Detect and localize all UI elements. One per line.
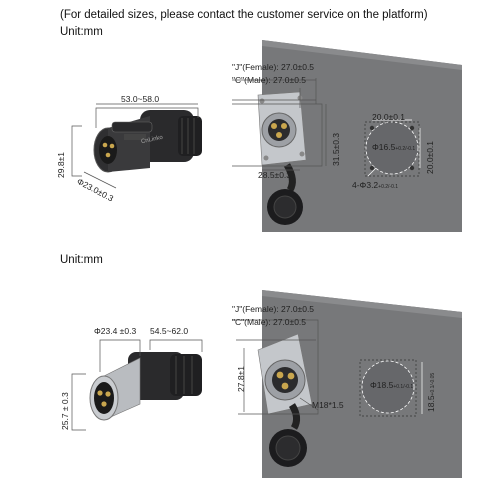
plug2-length-dim: 54.5~62.0 [150,326,189,336]
socket2-dim-c: "C"(Male): 27.0±0.5 [232,317,307,327]
unit-label-2: Unit:mm [60,254,103,266]
socket1-dim-c: "C"(Male): 27.0±0.5 [232,75,307,85]
plug1-length-dim: 53.0~58.0 [121,94,160,104]
plug1-height-dim: 29.8±1 [56,152,66,178]
hole2-diameter-dim: Φ18.5+0.1/-0.1 [370,380,414,390]
mounting-panel-1 [262,40,462,232]
hole1-side-dim: 20.0±0.1 [425,140,435,174]
plug2-height-dim: 25.7 ± 0.3 [60,392,70,430]
socket2-thread-dim: M18*1.5 [312,400,344,410]
socket1-height-dim: 31.5±0.3 [331,132,341,166]
screw1-dim: 4-Φ3.2+0.2/-0.1 [352,180,399,190]
socket1-dim-j: "J"(Female): 27.0±0.5 [232,62,315,72]
panel-socket-1 [257,91,307,225]
plug2-diameter-dim: Φ23.4 ±0.3 [94,326,137,336]
plug-2 [89,352,202,421]
hole1-top-dim: 20.0±0.1 [372,112,406,122]
socket2-dim-j: "J"(Female): 27.0±0.5 [232,304,315,314]
hole1-diameter-dim: Φ16.5+0.2/-0.1 [372,142,416,152]
unit-label-1: Unit:mm [60,26,103,38]
page-header: (For detailed sizes, please contact the … [60,9,428,21]
mounting-panel-2 [262,290,462,478]
socket1-depth-dim: 28.5±0.3 [258,170,292,180]
hole2-side-dim: 18.5+0.1/-0.05 [426,372,436,412]
plug-1 [93,110,202,173]
panel-socket-2 [257,333,313,467]
socket2-height-dim: 27.8±1 [236,366,246,392]
